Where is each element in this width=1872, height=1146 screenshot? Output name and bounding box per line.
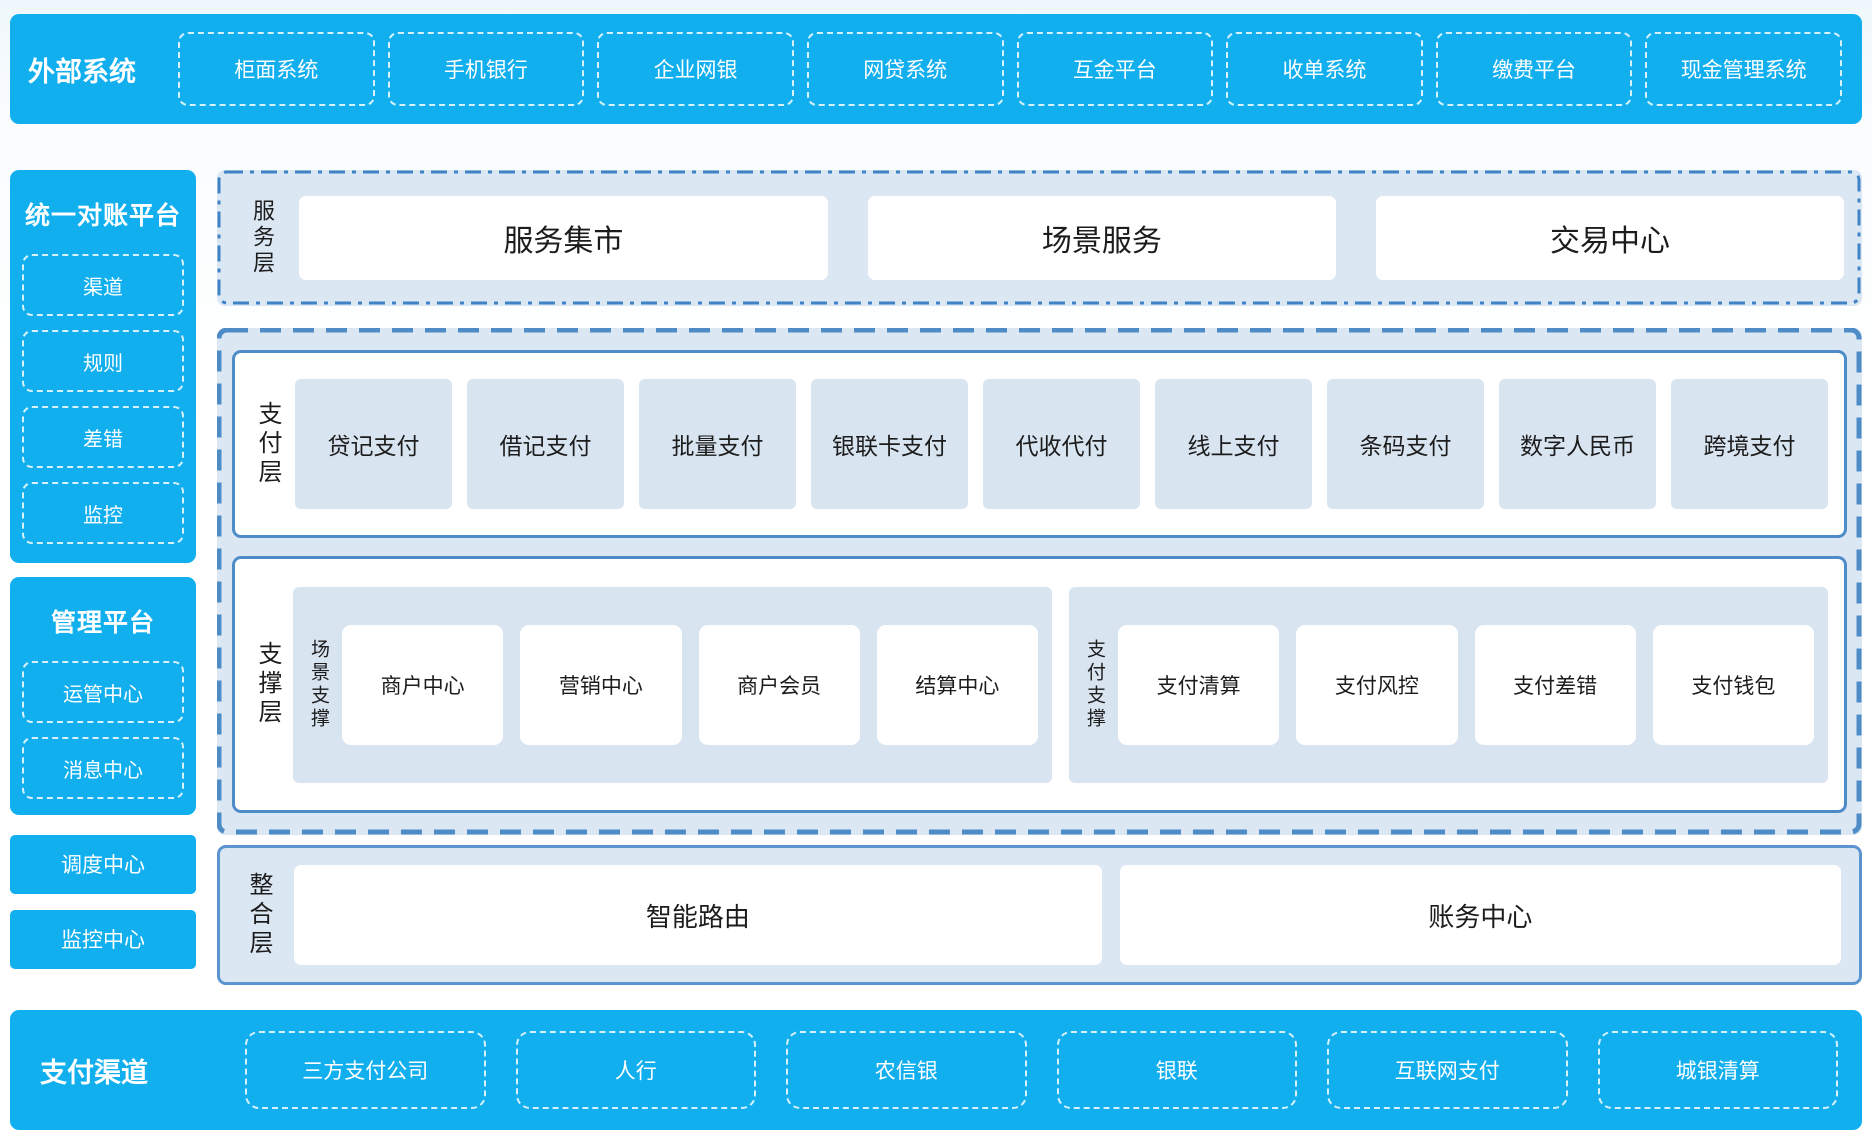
- external-system-node: 手机银行: [387, 32, 585, 106]
- service-layer: 服务层 服务集市场景服务交易中心: [217, 170, 1862, 306]
- external-system-node: 互金平台: [1016, 32, 1214, 106]
- payment-channels-label: 支付渠道: [40, 1057, 148, 1088]
- management-platform-title: 管理平台: [50, 609, 155, 638]
- service-node: 服务集市: [299, 196, 828, 280]
- monitor-center-box: 监控中心: [10, 909, 196, 969]
- diagram-body: 统一对账平台 渠道规则差错监控 管理平台 运管中心消息中心 调度中心 监控中心 …: [10, 170, 1862, 985]
- payment-channel-node: 银联: [1056, 1031, 1297, 1109]
- reconciliation-node: 渠道: [22, 254, 184, 316]
- external-systems-items: 柜面系统手机银行企业网银网贷系统互金平台收单系统缴费平台现金管理系统: [178, 14, 1842, 124]
- payment-support-node: 支付差错: [1474, 624, 1636, 745]
- payment-support-node: 支付清算: [1118, 624, 1280, 745]
- reconciliation-platform-title: 统一对账平台: [24, 202, 181, 230]
- payment-layer-items: 贷记支付借记支付批量支付银联卡支付代收代付线上支付条码支付数字人民币跨境支付: [295, 379, 1828, 509]
- reconciliation-node: 监控: [22, 482, 184, 544]
- payment-capability-node: 数字人民币: [1499, 379, 1656, 509]
- payment-capability-node: 条码支付: [1327, 379, 1484, 509]
- payment-capability-node: 代收代付: [983, 379, 1140, 509]
- payment-capability-node: 批量支付: [639, 379, 796, 509]
- scene-support-node: 商户中心: [342, 624, 504, 745]
- payment-capability-node: 银联卡支付: [811, 379, 968, 509]
- payment-support-node: 支付钱包: [1652, 624, 1814, 745]
- scene-support-group: 场景支撑 商户中心营销中心商户会员结算中心: [293, 586, 1052, 783]
- payment-channel-node: 三方支付公司: [245, 1031, 486, 1109]
- management-platform-items: 运管中心消息中心: [22, 661, 184, 800]
- scene-support-node: 营销中心: [520, 624, 682, 745]
- integration-layer-label: 整合层: [245, 871, 272, 959]
- service-layer-items: 服务集市场景服务交易中心: [299, 196, 1844, 280]
- payment-layer-label: 支付层: [254, 400, 281, 488]
- support-groups: 场景支撑 商户中心营销中心商户会员结算中心 支付支撑 支付清算支付风控支付差错支…: [293, 586, 1828, 783]
- integration-layer-items: 智能路由账务中心: [294, 865, 1841, 965]
- payment-channel-node: 互联网支付: [1327, 1031, 1568, 1109]
- service-layer-label: 服务层: [250, 199, 275, 277]
- support-layer-label: 支撑层: [254, 641, 281, 728]
- service-node: 场景服务: [867, 196, 1336, 280]
- external-system-node: 企业网银: [597, 32, 794, 106]
- payment-capability-node: 借记支付: [467, 379, 624, 509]
- integration-node: 智能路由: [294, 865, 1102, 965]
- scene-support-items: 商户中心营销中心商户会员结算中心: [342, 624, 1038, 745]
- dispatch-center-box: 调度中心: [10, 834, 196, 894]
- reconciliation-node: 差错: [22, 406, 184, 468]
- external-system-node: 现金管理系统: [1645, 32, 1842, 106]
- sidebar: 统一对账平台 渠道规则差错监控 管理平台 运管中心消息中心 调度中心 监控中心: [10, 170, 196, 985]
- external-systems-label: 外部系统: [28, 56, 136, 87]
- payment-capability-node: 线上支付: [1155, 379, 1312, 509]
- reconciliation-node: 规则: [22, 330, 184, 392]
- payment-channels-items: 三方支付公司人行农信银银联互联网支付城银清算: [245, 1010, 1838, 1130]
- external-system-node: 柜面系统: [178, 32, 375, 106]
- service-node: 交易中心: [1375, 196, 1844, 280]
- payment-layer: 支付层 贷记支付借记支付批量支付银联卡支付代收代付线上支付条码支付数字人民币跨境…: [232, 350, 1847, 538]
- reconciliation-platform-panel: 统一对账平台 渠道规则差错监控: [10, 170, 196, 564]
- integration-node: 账务中心: [1119, 865, 1841, 965]
- scene-support-node: 结算中心: [876, 624, 1038, 745]
- external-systems-bar: 外部系统 柜面系统手机银行企业网银网贷系统互金平台收单系统缴费平台现金管理系统: [10, 14, 1862, 124]
- core-layers-container: 支付层 贷记支付借记支付批量支付银联卡支付代收代付线上支付条码支付数字人民币跨境…: [217, 328, 1862, 835]
- support-layer: 支撑层 场景支撑 商户中心营销中心商户会员结算中心 支付支撑 支付清算支付风控支…: [232, 556, 1847, 813]
- scene-support-label: 场景支撑: [308, 638, 329, 731]
- payment-support-label: 支付支撑: [1084, 638, 1105, 731]
- integration-layer: 整合层 智能路由账务中心: [217, 845, 1862, 985]
- main-layers-area: 服务层 服务集市场景服务交易中心 支付层 贷记支付借记支付批量支付银联卡支付代收…: [217, 170, 1862, 985]
- payment-channel-node: 农信银: [786, 1031, 1027, 1109]
- external-system-node: 网贷系统: [806, 32, 1004, 106]
- scene-support-node: 商户会员: [698, 624, 860, 745]
- reconciliation-platform-items: 渠道规则差错监控: [22, 254, 184, 544]
- payment-support-group: 支付支撑 支付清算支付风控支付差错支付钱包: [1069, 586, 1828, 783]
- management-node: 运管中心: [22, 661, 184, 724]
- payment-channels-bar: 支付渠道 三方支付公司人行农信银银联互联网支付城银清算: [10, 1010, 1862, 1130]
- external-system-node: 收单系统: [1226, 32, 1423, 106]
- payment-channel-node: 城银清算: [1597, 1031, 1838, 1109]
- external-system-node: 缴费平台: [1435, 32, 1633, 106]
- payment-support-node: 支付风控: [1296, 624, 1458, 745]
- management-platform-panel: 管理平台 运管中心消息中心: [10, 577, 196, 815]
- payment-channel-node: 人行: [515, 1031, 756, 1109]
- payment-capability-node: 贷记支付: [295, 379, 452, 509]
- payment-support-items: 支付清算支付风控支付差错支付钱包: [1118, 624, 1814, 745]
- management-node: 消息中心: [22, 737, 184, 800]
- payment-capability-node: 跨境支付: [1671, 379, 1828, 509]
